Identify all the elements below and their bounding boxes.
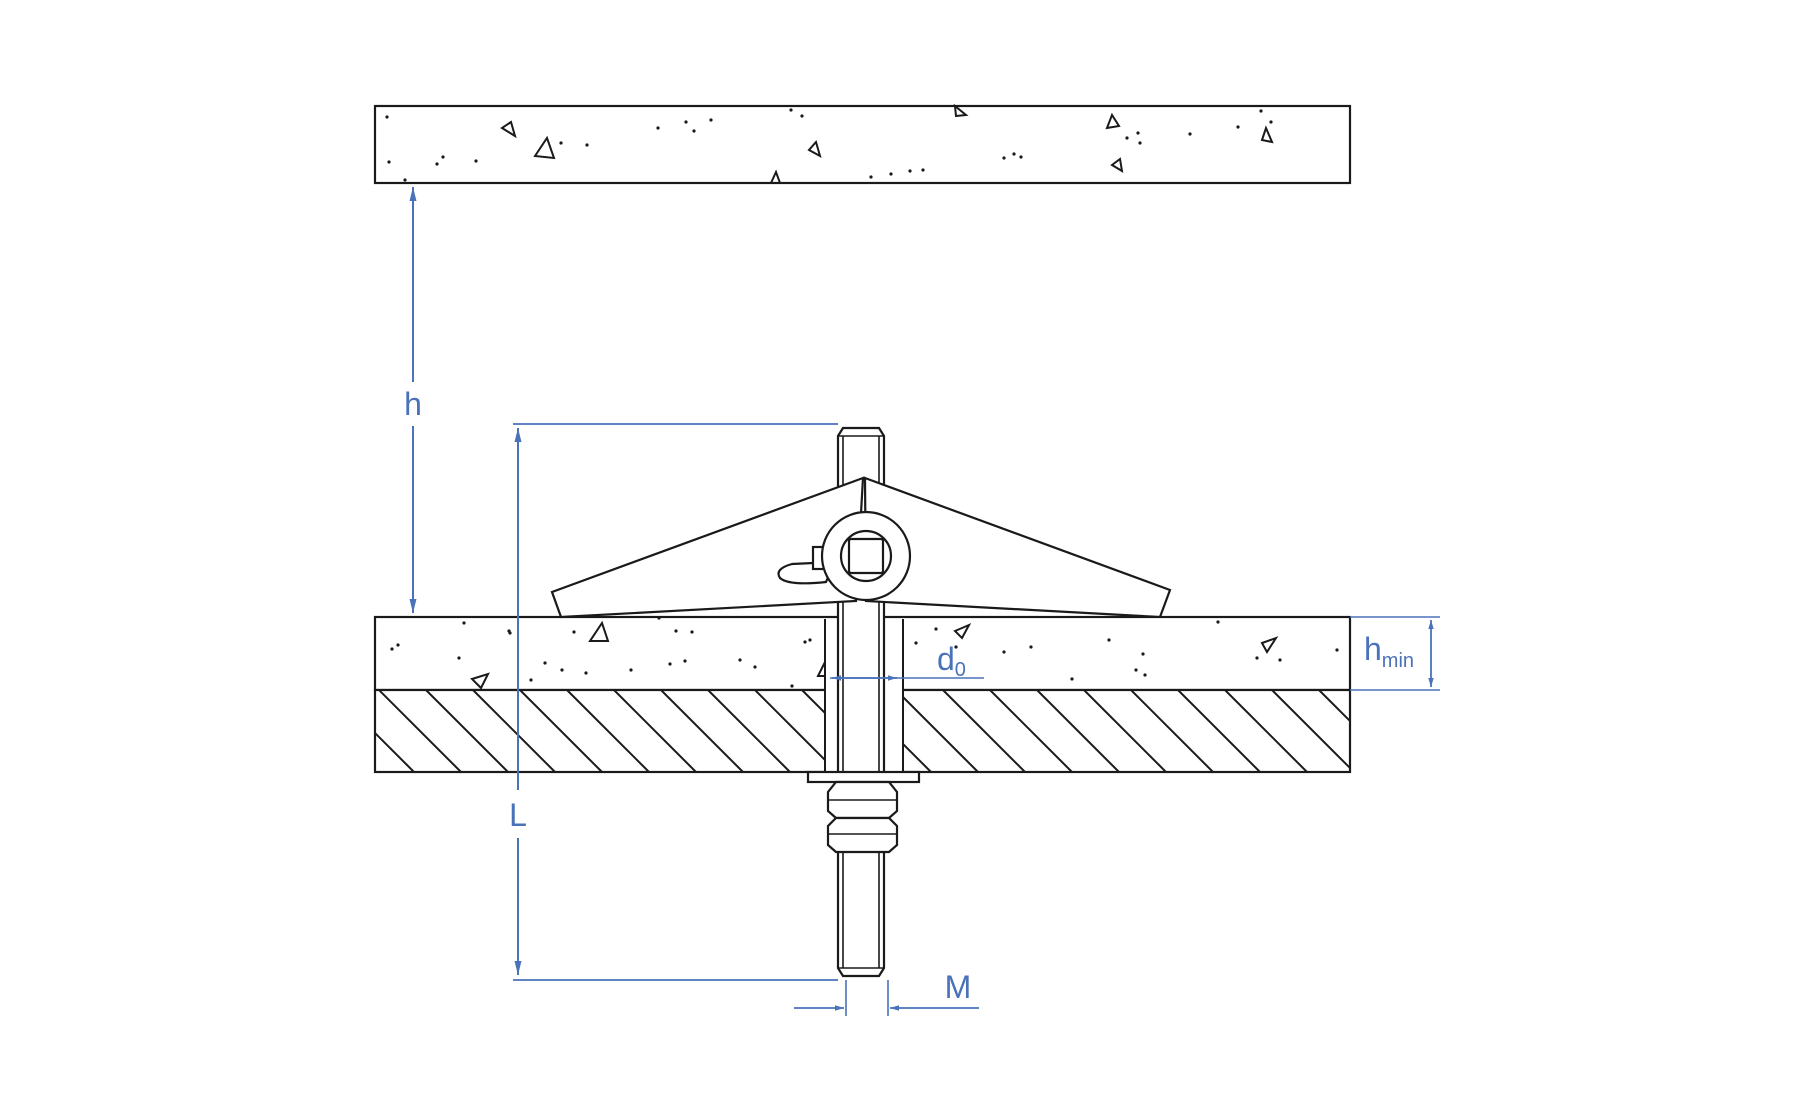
spring-toggle-wings (550, 476, 1172, 619)
dimension-L: L (503, 423, 838, 981)
hatch-line (285, 690, 367, 772)
hex-nut (826, 780, 899, 854)
hub-square (847, 537, 885, 575)
hatch-line (1318, 690, 1350, 723)
hatch-line (660, 690, 744, 772)
hatch-line (942, 690, 1026, 772)
hatch-line (989, 690, 1073, 772)
ceiling-concrete-slab (373, 103, 1352, 185)
dimension-M: M (794, 969, 979, 1016)
right-wing (863, 476, 1172, 619)
label-h: h (404, 386, 422, 422)
base-aggregate-triangles (470, 620, 1279, 690)
label-M: M (945, 969, 972, 1005)
ceiling-aggregate-dots (385, 108, 1273, 182)
hatch-line (895, 690, 979, 772)
hatch-line (378, 690, 462, 772)
label-L: L (509, 797, 527, 833)
hatch-line (566, 690, 650, 772)
hatch-line (425, 690, 509, 772)
hatch-line (472, 690, 556, 772)
dimension-hmin: hmin (1350, 616, 1440, 691)
dimension-d0: d0 (830, 641, 984, 681)
hatch-line (1083, 690, 1167, 772)
hatch-line (613, 690, 697, 772)
hatch-line (1177, 690, 1261, 772)
hatch-line (1130, 690, 1214, 772)
label-d0: d0 (937, 641, 966, 681)
hatch-line (754, 690, 838, 772)
base-aggregate-dots (390, 616, 1339, 688)
hatch-line (707, 690, 791, 772)
hatch-line (1271, 690, 1350, 770)
ceiling-aggregate-triangles (500, 103, 1274, 184)
hatch-line (375, 731, 415, 772)
washer (806, 770, 921, 784)
hatch-line (1224, 690, 1308, 772)
hatch-line (1036, 690, 1120, 772)
dimension-h: h (400, 187, 428, 613)
hatch-line (519, 690, 603, 772)
label-hmin: hmin (1364, 631, 1414, 672)
